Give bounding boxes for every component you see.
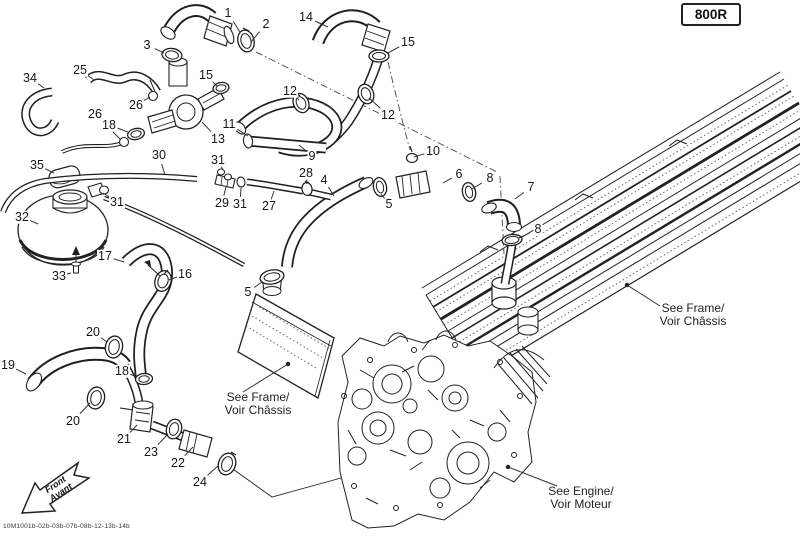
callout-8: 8 bbox=[533, 221, 543, 236]
callout-7: 7 bbox=[526, 179, 536, 194]
callout-15: 15 bbox=[400, 34, 416, 49]
engine-fins bbox=[493, 345, 551, 405]
doc-code: 10M1001b-02b-03b-07b-08b-12-13b-14b bbox=[3, 523, 130, 530]
note-see-frame-tunnel: See Frame/Voir Châssis bbox=[660, 302, 727, 328]
callout-19: 19 bbox=[0, 357, 16, 372]
callout-26: 26 bbox=[87, 106, 103, 121]
engine bbox=[337, 330, 551, 529]
callout-10: 10 bbox=[425, 143, 441, 158]
callout-34: 34 bbox=[22, 70, 38, 85]
callout-29: 29 bbox=[214, 195, 230, 210]
callout-17: 17 bbox=[97, 248, 113, 263]
callout-15: 15 bbox=[198, 67, 214, 82]
callout-22: 22 bbox=[170, 455, 186, 470]
callout-2: 2 bbox=[261, 16, 271, 31]
callout-13: 13 bbox=[210, 131, 226, 146]
callout-32: 32 bbox=[14, 209, 30, 224]
callout-6: 6 bbox=[454, 166, 464, 181]
note-line: See Frame/ bbox=[226, 390, 290, 405]
callout-18: 18 bbox=[114, 363, 130, 378]
callout-12: 12 bbox=[380, 107, 396, 122]
callout-12: 12 bbox=[282, 83, 298, 98]
exchanger-ports bbox=[491, 276, 539, 336]
callout-1: 1 bbox=[223, 5, 233, 20]
t-fitting bbox=[119, 400, 154, 433]
exchanger-brackets bbox=[479, 139, 688, 253]
callout-5: 5 bbox=[243, 284, 253, 299]
callout-25: 25 bbox=[72, 62, 88, 77]
callout-5: 5 bbox=[384, 196, 394, 211]
callout-3: 3 bbox=[142, 37, 152, 52]
callout-31: 31 bbox=[232, 196, 248, 211]
callout-35: 35 bbox=[29, 157, 45, 172]
callout-31: 31 bbox=[109, 194, 125, 209]
note-line: See Frame/ bbox=[661, 301, 725, 316]
callout-20: 20 bbox=[85, 324, 101, 339]
callout-30: 30 bbox=[151, 147, 167, 162]
note-line: Voir Châssis bbox=[659, 314, 727, 328]
heat-exchanger bbox=[421, 71, 800, 378]
callout-18: 18 bbox=[101, 117, 117, 132]
callout-4: 4 bbox=[319, 172, 329, 187]
note-see-engine: See Engine/Voir Moteur bbox=[548, 485, 613, 511]
note-line: See Engine/ bbox=[548, 484, 614, 499]
callout-9: 9 bbox=[307, 148, 317, 163]
hoses bbox=[0, 4, 523, 443]
callout-14: 14 bbox=[298, 9, 314, 24]
note-line: Voir Châssis bbox=[224, 403, 292, 417]
note-line: Voir Moteur bbox=[550, 497, 612, 511]
clamps bbox=[86, 27, 523, 476]
model-badge: 800R bbox=[681, 3, 741, 26]
callout-28: 28 bbox=[298, 165, 314, 180]
callout-11: 11 bbox=[221, 116, 237, 131]
callout-24: 24 bbox=[192, 474, 208, 489]
callout-23: 23 bbox=[143, 444, 159, 459]
drain-screw bbox=[71, 246, 81, 274]
callout-26: 26 bbox=[128, 97, 144, 112]
callout-8: 8 bbox=[485, 170, 495, 185]
reference-lines bbox=[229, 51, 505, 498]
callout-16: 16 bbox=[177, 266, 193, 281]
callout-20: 20 bbox=[65, 413, 81, 428]
callout-31: 31 bbox=[210, 152, 226, 167]
front-arrow: Front Avant bbox=[20, 461, 91, 514]
callout-27: 27 bbox=[261, 198, 277, 213]
callout-21: 21 bbox=[116, 431, 132, 446]
callout-33: 33 bbox=[51, 268, 67, 283]
note-see-frame-radiator: See Frame/Voir Châssis bbox=[225, 391, 292, 417]
